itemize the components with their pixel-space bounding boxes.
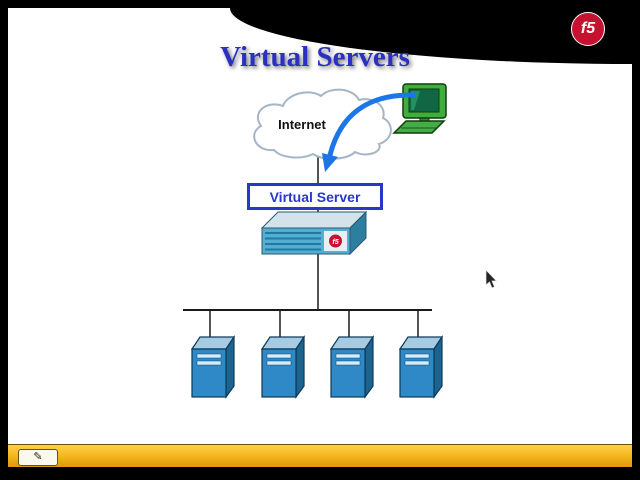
annotation-pencil-button[interactable]: ✎	[18, 449, 58, 466]
client-computer-icon	[392, 83, 447, 134]
f5-logo-text: f5	[580, 20, 596, 37]
server-bay	[266, 353, 292, 359]
toolbar-bar: ✎	[8, 444, 632, 467]
server-bay	[196, 353, 222, 359]
bigip-appliance: f5	[260, 210, 368, 256]
server-bay	[196, 360, 222, 366]
slide-title: Virtual Servers	[220, 41, 410, 74]
server-tower	[260, 310, 306, 399]
appliance-top-face	[260, 211, 368, 229]
mouse-cursor-icon	[485, 269, 498, 289]
server-bay	[404, 353, 430, 359]
server-tower	[398, 310, 444, 399]
server-tower	[329, 310, 375, 399]
appliance-f5-badge	[329, 234, 342, 248]
traffic-arrow-curve	[327, 92, 417, 158]
server-bay	[335, 353, 361, 359]
server-tower	[190, 310, 236, 399]
traffic-arrow	[322, 92, 417, 172]
server-bay	[335, 360, 361, 366]
appliance-f5-text: f5	[332, 239, 338, 246]
f5-logo: f5	[571, 12, 605, 46]
server-bay	[266, 360, 292, 366]
traffic-arrow-head	[322, 153, 338, 172]
internet-label: Internet	[278, 117, 326, 132]
pencil-icon: ✎	[33, 451, 43, 463]
computer-keyboard	[392, 120, 446, 134]
virtual-server-label: Virtual Server	[269, 188, 361, 205]
virtual-server-box: Virtual Server	[247, 183, 383, 210]
server-bay	[404, 360, 430, 366]
